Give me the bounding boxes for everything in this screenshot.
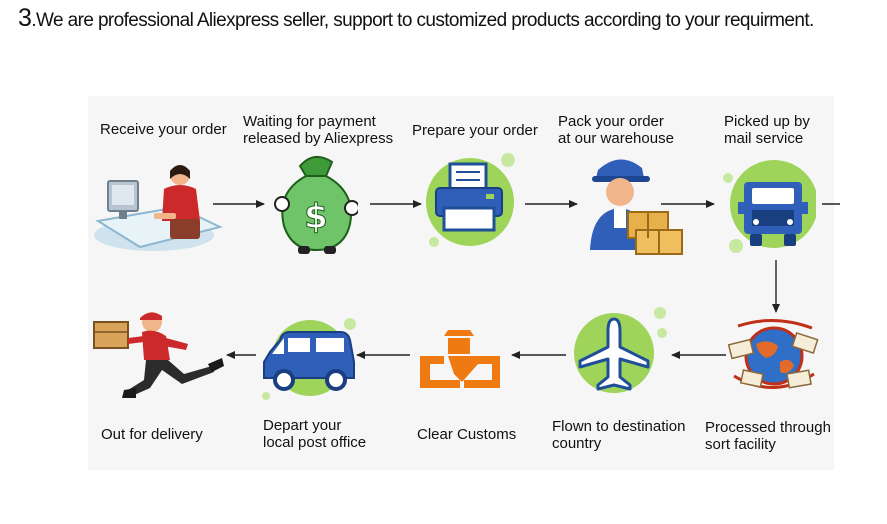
step-label-depart-post-office: Depart your local post office	[263, 417, 366, 451]
step-label-line: Picked up by	[724, 113, 810, 130]
delivery-man-icon	[93, 312, 224, 398]
step-label-line: Flown to destination	[552, 418, 686, 435]
step-label-line: local post office	[263, 434, 367, 451]
step-label-picked-up: Picked up by mail service	[724, 113, 810, 147]
worker-with-boxes-icon	[590, 159, 683, 255]
car-icon	[262, 318, 356, 400]
globe-with-mail-icon	[728, 318, 819, 389]
process-panel-background	[88, 96, 834, 470]
step-label-line: mail service	[724, 130, 804, 147]
customs-officer-icon	[420, 330, 500, 388]
step-label-line: Pack your order	[558, 113, 664, 130]
step-label-pack-order: Pack your order at our warehouse	[558, 113, 674, 147]
step-label-prepare-order: Prepare your order	[412, 122, 538, 139]
header-text: .We are professional Aliexpress seller, …	[31, 10, 814, 31]
step-label-line: Receive your order	[100, 121, 227, 138]
mail-truck-icon	[723, 160, 816, 253]
step-label-line: Waiting for payment	[243, 113, 376, 130]
step-label-out-for-delivery: Out for delivery	[101, 426, 203, 443]
step-label-clear-customs: Clear Customs	[417, 426, 516, 443]
step-label-line: released by Aliexpress	[243, 130, 394, 147]
page-header: 3.We are professional Aliexpress seller,…	[18, 4, 878, 33]
step-label-line: Out for delivery	[101, 426, 203, 443]
step-label-line: Depart your	[263, 417, 342, 434]
step-label-line: Prepare your order	[412, 122, 538, 139]
step-label-line: country	[552, 435, 602, 452]
printer-icon	[426, 153, 515, 247]
svg-text:$: $	[304, 197, 328, 237]
header-number: 3	[18, 4, 32, 32]
airplane-icon	[574, 307, 667, 393]
step-label-line: at our warehouse	[558, 130, 674, 147]
customer-at-computer-icon	[94, 165, 223, 251]
step-label-line: Processed through	[705, 419, 831, 436]
step-label-line: sort facility	[705, 436, 776, 453]
step-label-flown-destination: Flown to destination country	[552, 418, 685, 452]
step-label-processed-sort: Processed through sort facility	[705, 419, 831, 453]
step-label-receive-order: Receive your order	[100, 121, 227, 138]
step-label-waiting-payment: Waiting for payment released by Aliexpre…	[243, 113, 393, 147]
money-bag-icon: $	[274, 155, 358, 254]
step-label-line: Clear Customs	[417, 426, 517, 443]
